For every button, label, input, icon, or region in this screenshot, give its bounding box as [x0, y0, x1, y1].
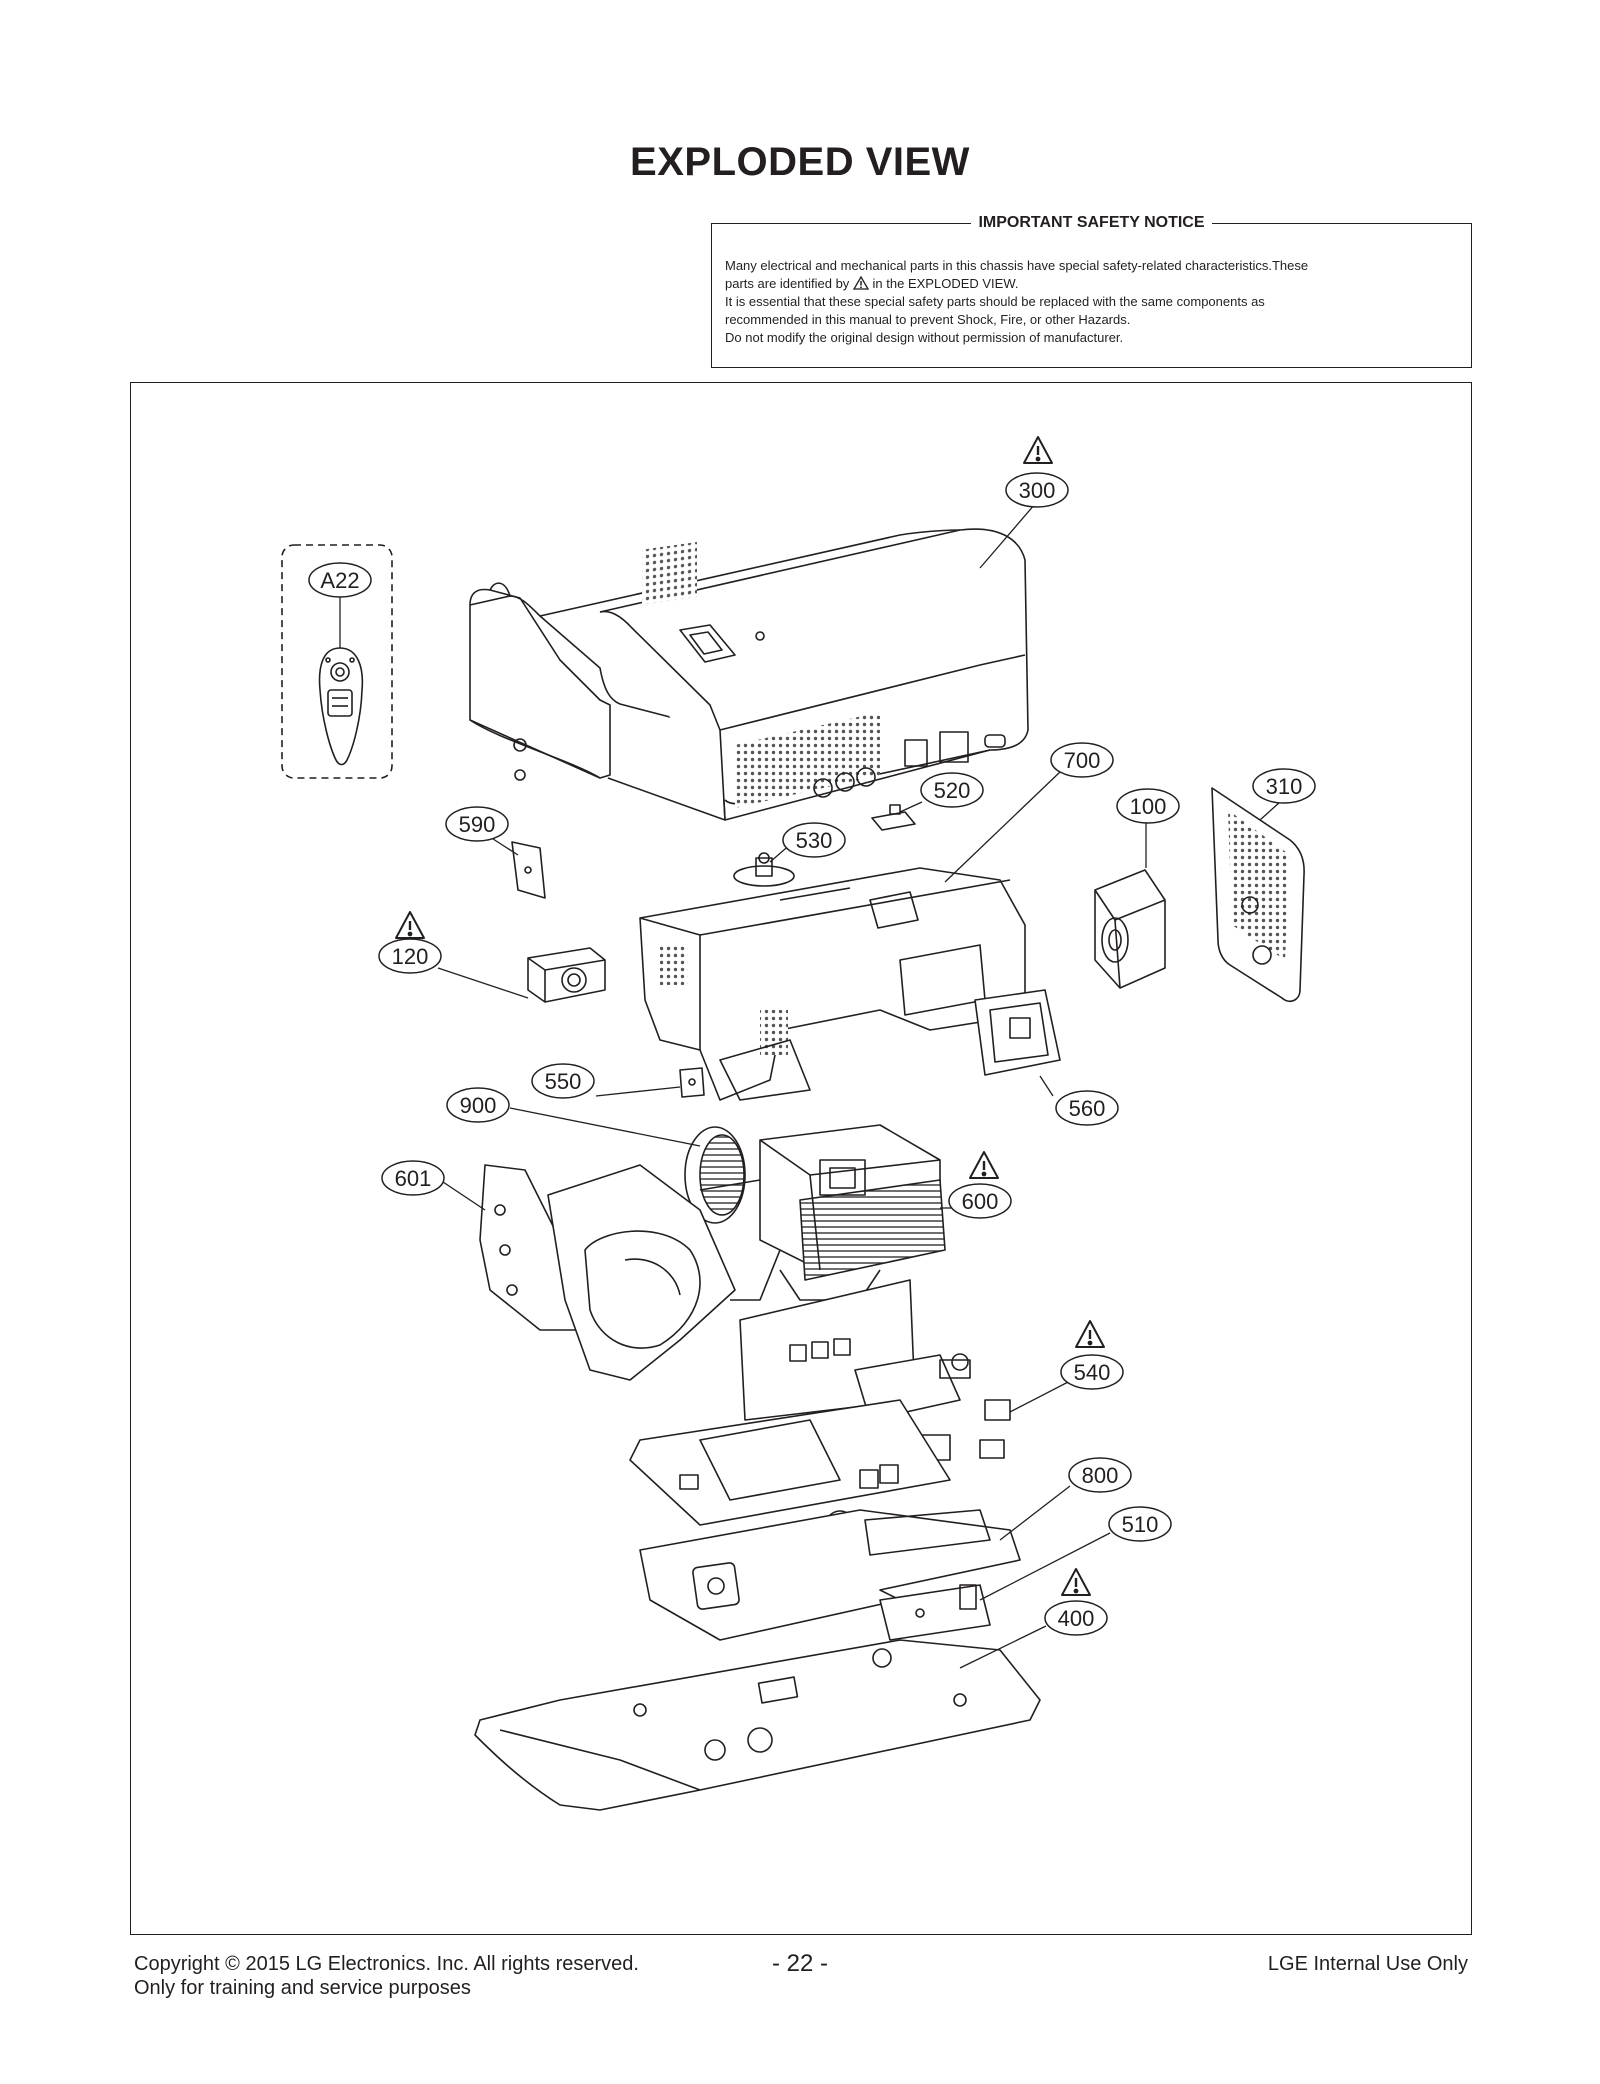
small-board-590	[511, 841, 546, 899]
callout-bubbles	[308, 472, 1316, 1636]
small-board-520	[871, 804, 916, 831]
callout-600: 600	[962, 1189, 999, 1214]
callout-590: 590	[459, 812, 496, 837]
callout-labels: 300 A22 700 520 310 100 590 530 120 550 …	[320, 478, 1302, 1631]
safety-notice-body: Many electrical and mechanical parts in …	[725, 257, 1458, 347]
optical-engine-part	[759, 1124, 946, 1301]
callout-300: 300	[1019, 478, 1056, 503]
copyright-text: Copyright © 2015 LG Electronics. Inc. Al…	[134, 1953, 639, 1975]
callout-800: 800	[1082, 1463, 1119, 1488]
callout-550: 550	[545, 1069, 582, 1094]
purpose-text: Only for training and service purposes	[134, 1977, 471, 1999]
safety-notice-title: IMPORTANT SAFETY NOTICE	[971, 214, 1212, 231]
notice-line-2a: parts are identified by	[725, 276, 850, 291]
board-560	[974, 989, 1061, 1076]
notice-line-1: Many electrical and mechanical parts in …	[725, 258, 1309, 273]
notice-line-5: Do not modify the original design withou…	[725, 330, 1124, 345]
remote-control-part	[281, 544, 393, 779]
top-cover-part	[469, 528, 1029, 821]
callout-A22: A22	[320, 568, 359, 593]
main-frame-part	[639, 867, 1026, 1101]
callout-700: 700	[1064, 748, 1101, 773]
lens-assembly-part	[479, 1164, 781, 1381]
board-510-part	[879, 1584, 991, 1641]
notice-line-2: parts are identified by in the EXPLODED …	[725, 275, 1458, 293]
diagram-frame	[130, 382, 1472, 1935]
callout-520: 520	[934, 778, 971, 803]
bottom-cover-part	[474, 1639, 1041, 1811]
callout-560: 560	[1069, 1096, 1106, 1121]
callout-601: 601	[395, 1166, 432, 1191]
speaker-box-120	[527, 947, 606, 1003]
lens-motor-530	[733, 852, 795, 887]
callout-530: 530	[796, 828, 833, 853]
page-number: - 22 -	[771, 1950, 828, 1977]
callout-540: 540	[1074, 1360, 1111, 1385]
notice-line-2b: in the EXPLODED VIEW.	[872, 276, 1019, 291]
page-title: EXPLODED VIEW	[630, 140, 970, 184]
callout-510: 510	[1122, 1512, 1159, 1537]
notice-line-3: It is essential that these special safet…	[725, 294, 1265, 309]
focus-ring-part	[684, 1126, 746, 1224]
callout-310: 310	[1266, 774, 1303, 799]
pcb-800-part	[639, 1509, 1021, 1641]
callout-100: 100	[1130, 794, 1167, 819]
leader-lines	[339, 503, 1281, 1669]
internal-use-label: LGE Internal Use Only	[1267, 1953, 1468, 1975]
callout-400: 400	[1058, 1606, 1095, 1631]
callout-120: 120	[392, 944, 429, 969]
notice-line-4: recommended in this manual to prevent Sh…	[725, 312, 1131, 327]
rear-cover-part	[1211, 787, 1305, 1002]
safety-warning-icon	[852, 276, 869, 290]
footer-left: Copyright © 2015 LG Electronics. Inc. Al…	[134, 1952, 639, 2000]
safety-notice-box: IMPORTANT SAFETY NOTICE Many electrical …	[711, 214, 1472, 368]
callout-900: 900	[460, 1093, 497, 1118]
cooling-fan-part	[1094, 869, 1166, 989]
small-board-550	[679, 1067, 705, 1098]
